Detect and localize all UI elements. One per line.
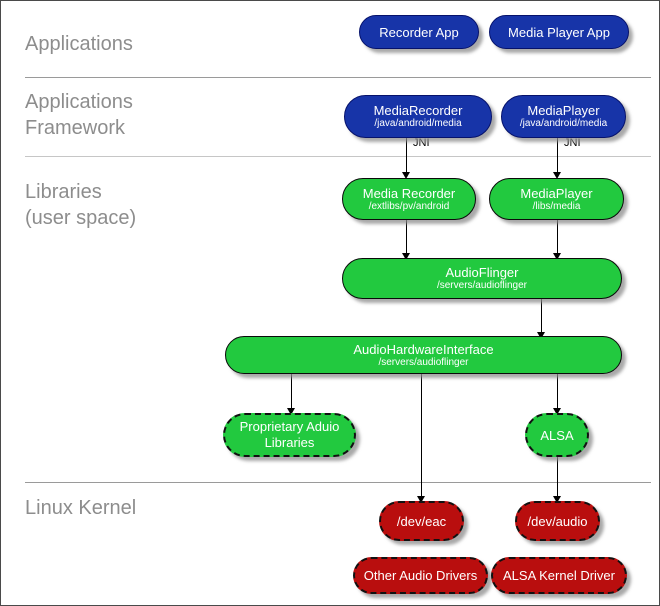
node-mediaplayer-framework[interactable]: MediaPlayer /java/android/media (501, 95, 626, 138)
node-title: MediaPlayer (527, 103, 600, 118)
node-title: AudioHardwareInterface (353, 341, 494, 357)
node-title: Proprietary Aduio Libraries (239, 419, 340, 450)
node-dev-audio[interactable]: /dev/audio (515, 501, 600, 541)
node-audiohardwareinterface[interactable]: AudioHardwareInterface /servers/audiofli… (225, 336, 622, 374)
arrowhead-alsa-dev-audio (553, 496, 561, 503)
arrowhead-mediaplayer-jni (553, 172, 561, 179)
node-media-player-library[interactable]: MediaPlayer /libs/media (489, 178, 624, 220)
connector-audiohardware-dev-eac (421, 374, 422, 501)
node-subtitle: /java/android/media (374, 118, 462, 129)
node-title: /dev/eac (396, 513, 447, 529)
node-recorder-app[interactable]: Recorder App (359, 15, 479, 49)
divider-framework (25, 156, 651, 157)
section-label-applications-framework: Applications Framework (25, 91, 133, 139)
connector-label-jni-right: JNI (564, 137, 581, 149)
node-alsa-kernel-driver[interactable]: ALSA Kernel Driver (491, 557, 627, 594)
node-title: ALSA Kernel Driver (503, 568, 615, 583)
section-label-linux-kernel: Linux Kernel (25, 497, 137, 519)
connector-label-jni-left: JNI (413, 137, 430, 149)
node-audioflinger[interactable]: AudioFlinger /servers/audioflinger (342, 258, 622, 299)
divider-applications (25, 77, 651, 78)
arrowhead-mediarecorder-audioflinger (402, 253, 410, 260)
node-mediarecorder-framework[interactable]: MediaRecorder /java/android/media (344, 95, 492, 138)
node-title: MediaRecorder (373, 103, 463, 118)
arrowhead-audiohardware-proprietary (287, 408, 295, 415)
divider-kernel (25, 482, 651, 483)
node-title: /dev/audio (527, 513, 588, 529)
connector-audiohardware-proprietary (291, 374, 292, 413)
connector-mediaplayer-jni (557, 138, 558, 177)
connector-mediarecorder-jni (406, 138, 407, 177)
arrowhead-mediarecorder-jni (402, 172, 410, 179)
connector-mediaplayer-audioflinger (557, 220, 558, 258)
node-proprietary-audio-libraries[interactable]: Proprietary Aduio Libraries (223, 413, 356, 457)
arrowhead-audiohardware-alsa (553, 408, 561, 415)
node-title: Media Recorder (362, 185, 456, 201)
node-title: Media Player App (508, 24, 610, 40)
connector-alsa-dev-audio (557, 457, 558, 501)
node-media-recorder-library[interactable]: Media Recorder /extlibs/pv/android (342, 178, 476, 220)
node-subtitle: /libs/media (532, 200, 581, 212)
node-alsa[interactable]: ALSA (525, 413, 589, 457)
node-dev-eac[interactable]: /dev/eac (379, 501, 464, 541)
node-subtitle: /servers/audioflinger (378, 356, 469, 368)
node-title: AudioFlinger (445, 265, 519, 280)
node-title: MediaPlayer (520, 185, 593, 201)
section-label-applications: Applications (25, 33, 133, 55)
node-subtitle: /java/android/media (519, 118, 608, 129)
node-subtitle: /extlibs/pv/android (368, 200, 450, 212)
section-label-libraries: Libraries (user space) (25, 181, 137, 229)
connector-audiohardware-alsa (557, 374, 558, 413)
node-title: ALSA (540, 427, 574, 443)
node-title: Recorder App (379, 24, 459, 40)
arrowhead-mediaplayer-audioflinger (553, 253, 561, 260)
connector-audioflinger-audiohardware (541, 299, 542, 337)
connector-mediarecorder-audioflinger (406, 220, 407, 258)
arrowhead-audiohardware-dev-eac (417, 496, 425, 503)
node-media-player-app[interactable]: Media Player App (489, 15, 629, 49)
node-title: Other Audio Drivers (363, 568, 478, 583)
node-subtitle: /servers/audioflinger (436, 280, 528, 291)
node-other-audio-drivers[interactable]: Other Audio Drivers (353, 557, 488, 594)
